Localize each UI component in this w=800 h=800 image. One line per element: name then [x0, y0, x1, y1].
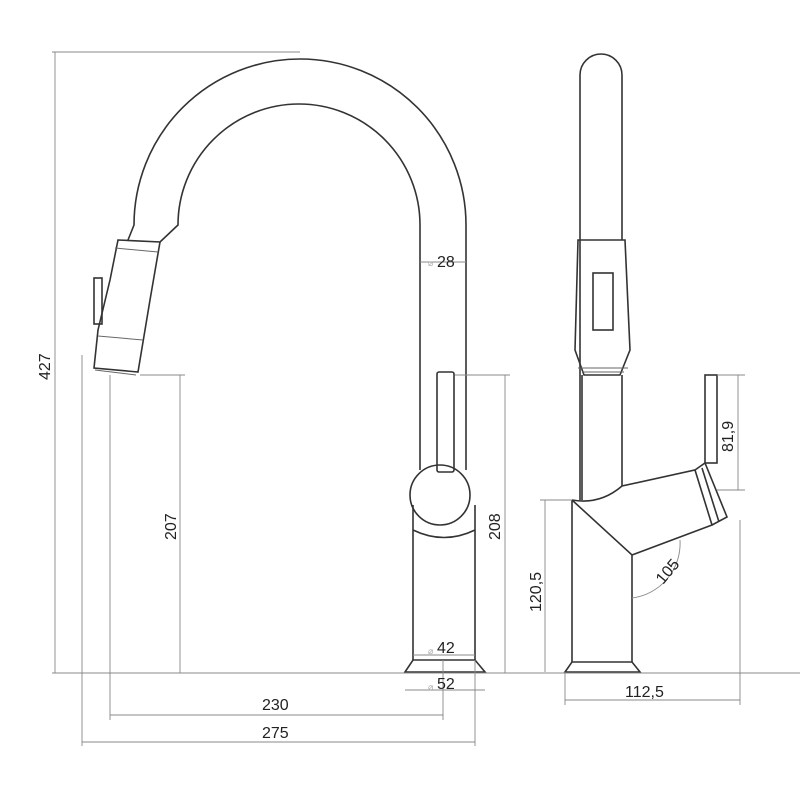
dim-body-diameter: 42 — [437, 640, 455, 657]
dim-side-body-height: 120,5 — [528, 572, 545, 612]
side-body — [571, 469, 713, 662]
dim-reach-center: 230 — [262, 697, 289, 714]
spout-inner — [159, 103, 421, 470]
spray-band — [114, 247, 159, 253]
dim-handle-angle: 105 — [653, 556, 683, 587]
dim-spout-diameter: 28 — [437, 254, 455, 271]
diameter-symbol: ⌀ — [428, 647, 434, 657]
side-base — [563, 661, 642, 673]
dim-base-diameter: 52 — [437, 676, 455, 693]
lever-handle — [436, 371, 455, 473]
dim-overall-reach: 275 — [262, 725, 289, 742]
side-view — [563, 53, 729, 673]
handle-ball — [409, 464, 471, 526]
side-window — [592, 272, 614, 331]
front-view — [93, 58, 487, 673]
dim-spray-height: 207 — [163, 513, 180, 540]
dim-side-depth: 112,5 — [625, 684, 664, 701]
diameter-symbol: ⌀ — [428, 259, 434, 269]
side-handle-rod — [704, 374, 718, 464]
side-aerator — [578, 367, 628, 373]
body — [412, 505, 476, 660]
side-handle-ring — [694, 461, 729, 526]
spray-button — [93, 277, 103, 325]
spout-outer — [127, 58, 467, 470]
diameter-symbol: ⌀ — [428, 683, 434, 693]
dim-total-height: 427 — [37, 353, 54, 380]
dim-handle-height: 81,9 — [720, 421, 737, 452]
spray-nozzle — [94, 335, 144, 376]
dim-spout-outlet-height: 208 — [487, 513, 504, 540]
dimension-lines — [52, 51, 800, 746]
base-plate — [403, 659, 487, 673]
side-pull-head — [574, 239, 631, 376]
spray-head — [93, 239, 161, 373]
side-tube-lower — [581, 375, 623, 500]
side-tube — [579, 53, 623, 500]
